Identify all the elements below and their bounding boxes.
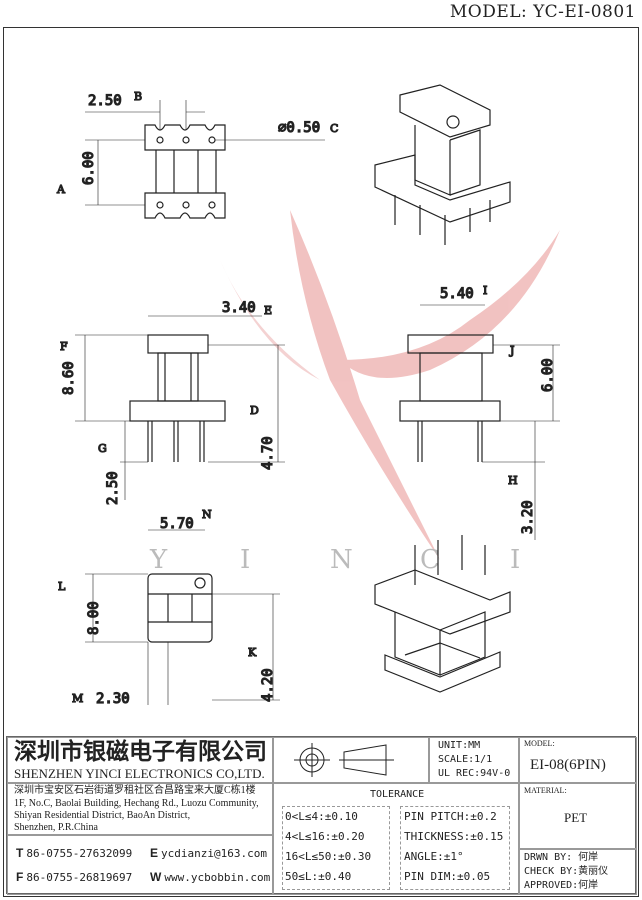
- spec-item: ANGLE:±1°: [404, 850, 464, 863]
- watermark-letters: Y I N C I: [149, 545, 520, 575]
- address-line: Shiyan Residential District, BaoAn Distr…: [14, 810, 191, 821]
- tag-d: D: [250, 404, 259, 417]
- tolerance-cell: TOLERANCE 0<L≤4:±0.10 4<L≤16:±0.20 16<L≤…: [273, 783, 519, 895]
- tag-f: F: [60, 340, 68, 353]
- fax-text: 86-0755-26819697: [26, 871, 133, 884]
- company-cell: 深圳市银磁电子有限公司 SHENZHEN YINCI ELECTRONICS C…: [7, 737, 273, 783]
- dim-bottom-window: 2.30: [96, 691, 130, 707]
- tolerance-item: 50≤L:±0.40: [285, 870, 352, 883]
- tag-g: G: [98, 442, 107, 455]
- tag-e: E: [264, 304, 272, 317]
- tag-i: I: [483, 284, 487, 297]
- spec-item: PIN DIM:±0.05: [404, 870, 491, 883]
- drawn-by: DRWN BY: 何岸: [524, 852, 599, 863]
- projection-symbol-icon: [294, 743, 394, 777]
- address-line: 深圳市宝安区石岩街道罗租社区合昌路宝来大厦C栋1楼: [14, 785, 256, 796]
- dim-side-width: 5.40: [440, 286, 474, 302]
- dim-front-pin: 2.50: [105, 471, 121, 505]
- dim-side-pin: 3.20: [520, 500, 536, 534]
- spec-box: [400, 806, 510, 890]
- dim-bottom-width: 5.70: [160, 516, 194, 532]
- address-line: 1F, No.C, Baolai Building, Hechang Rd., …: [14, 798, 259, 809]
- tag-a: A: [56, 183, 66, 196]
- tolerance-box: [282, 806, 390, 890]
- drawing-frame: [3, 27, 639, 897]
- tag-c: C: [330, 122, 338, 135]
- material-cell: MATERIAL: PET: [519, 783, 637, 849]
- technical-drawing: Y I N C I 2.50 B 6.00 A ⌀0.50 C 3.40 E F…: [55, 84, 560, 708]
- material-label: MATERIAL:: [524, 786, 567, 795]
- projection-symbol-cell: [273, 737, 429, 783]
- tag-n: N: [202, 508, 212, 521]
- approval-cell: DRWN BY: 何岸 CHECK BY:黄丽仪 APPROVED:何岸: [519, 849, 637, 895]
- company-name-en: SHENZHEN YINCI ELECTRONICS CO,LTD.: [14, 766, 265, 781]
- unit-text: UNIT:MM: [438, 740, 481, 751]
- spec-item: THICKNESS:±0.15: [404, 830, 504, 843]
- dim-bottom-inner: 4.20: [260, 668, 276, 702]
- model-cell: MODEL: EI-08(6PIN): [519, 737, 637, 783]
- fax-row: F 86-0755-26819697: [16, 870, 132, 884]
- tag-h: H: [508, 474, 518, 487]
- email-row: E ycdianzi@163.com: [150, 846, 267, 860]
- top-view: [85, 100, 325, 219]
- web-row: W www.ycbobbin.com: [150, 870, 270, 884]
- spec-item: PIN PITCH:±0.2: [404, 810, 497, 823]
- ul-text: UL REC:94V-0: [438, 768, 511, 779]
- phone-icon: T: [16, 846, 24, 860]
- dim-span: 6.00: [81, 151, 97, 185]
- tag-b: B: [134, 90, 142, 103]
- address-line: Shenzhen, P.R.China: [14, 822, 98, 833]
- tag-m: M: [72, 692, 83, 705]
- dim-bottom-height: 8.00: [86, 601, 102, 635]
- watermark-logo: [220, 210, 560, 560]
- fax-icon: F: [16, 870, 24, 884]
- tolerance-item: 4<L≤16:±0.20: [285, 830, 365, 843]
- tel-text: 86-0755-27632099: [26, 847, 133, 860]
- tag-l: L: [58, 580, 66, 593]
- address-cell: 深圳市宝安区石岩街道罗租社区合昌路宝来大厦C栋1楼 1F, No.C, Baol…: [7, 783, 273, 835]
- model-label: MODEL:: [524, 739, 555, 748]
- contact-cell: T 86-0755-27632099 F 86-0755-26819697 E …: [7, 835, 273, 895]
- dim-front-body: 4.70: [260, 436, 276, 470]
- checked-by: CHECK BY:黄丽仪: [524, 866, 609, 877]
- dim-front-height: 8.60: [61, 361, 77, 395]
- dim-front-width: 3.40: [222, 300, 256, 316]
- tolerance-item: 0<L≤4:±0.10: [285, 810, 358, 823]
- email-icon: E: [150, 846, 159, 860]
- tag-j: J: [509, 344, 514, 357]
- email-link[interactable]: ycdianzi@163.com: [161, 847, 267, 860]
- isometric-view-top: [374, 84, 511, 245]
- tag-k: K: [248, 646, 257, 659]
- tel-row: T 86-0755-27632099: [16, 846, 132, 860]
- web-link[interactable]: www.ycbobbin.com: [164, 871, 271, 884]
- unit-cell: UNIT:MM SCALE:1/1 UL REC:94V-0: [429, 737, 519, 783]
- approved-by: APPROVED:何岸: [524, 880, 599, 891]
- tolerance-item: 16<L≤50:±0.30: [285, 850, 372, 863]
- isometric-view-bottom: [374, 535, 511, 693]
- front-view: [75, 315, 285, 500]
- dim-pin-dia: ⌀0.50: [278, 120, 320, 136]
- dim-pitch: 2.50: [88, 93, 122, 109]
- side-view: [399, 304, 560, 540]
- watermark-letter: I: [510, 545, 520, 575]
- watermark-letter: N: [330, 545, 353, 575]
- web-icon: W: [150, 870, 162, 884]
- dim-side-height: 6.00: [540, 358, 556, 392]
- model-value: EI-08(6PIN): [530, 757, 606, 773]
- title-block: 深圳市银磁电子有限公司 SHENZHEN YINCI ELECTRONICS C…: [6, 736, 637, 895]
- watermark-letter: I: [240, 545, 250, 575]
- material-value: PET: [564, 810, 588, 825]
- bottom-view: [85, 529, 280, 705]
- watermark-letter: Y: [149, 545, 168, 575]
- company-name-cn: 深圳市银磁电子有限公司: [14, 738, 267, 765]
- watermark-letter: C: [420, 545, 440, 575]
- tolerance-label: TOLERANCE: [370, 789, 425, 800]
- scale-text: SCALE:1/1: [438, 754, 493, 765]
- model-title: MODEL: YC-EI-0801: [449, 2, 636, 22]
